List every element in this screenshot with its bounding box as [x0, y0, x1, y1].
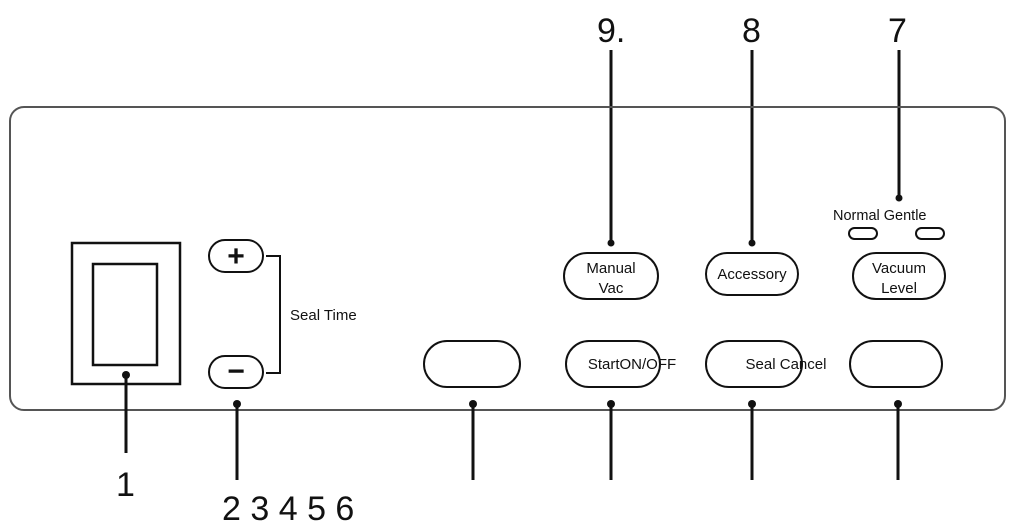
seal-time-bracket — [266, 255, 281, 374]
seal-time-label: Seal Time — [290, 307, 357, 324]
manual-vac-label-1: Manual — [586, 260, 635, 277]
accessory-button[interactable]: Accessory — [705, 252, 799, 296]
leader-dot-1 — [122, 371, 130, 379]
start-onoff-button[interactable]: StartON/OFF — [565, 340, 676, 388]
vacuum-level-label-2: Level — [881, 280, 917, 297]
leader-dot-9 — [607, 239, 615, 247]
start-onoff-label: StartON/OFF — [588, 356, 676, 373]
leader-dot-8 — [748, 239, 756, 247]
accessory-label: Accessory — [717, 266, 787, 283]
display-inner-window — [91, 262, 159, 367]
leader-dot-6 — [894, 400, 902, 408]
seal-time-minus-button[interactable]: − — [208, 355, 264, 389]
gentle-indicator-led — [915, 227, 945, 240]
callout-7: 7 — [888, 12, 907, 50]
indicator-label: Normal Gentle — [833, 208, 926, 224]
vacuum-level-button[interactable]: Vacuum Level — [852, 252, 946, 300]
plus-button-body[interactable] — [208, 239, 264, 273]
vacuum-level-label-1: Vacuum — [872, 260, 926, 277]
callout-9: 9. — [597, 12, 625, 50]
panel-outline — [9, 106, 1006, 411]
normal-indicator-led — [848, 227, 878, 240]
minus-icon: − — [227, 355, 245, 388]
callout-2-6: 2 3 4 5 6 — [222, 490, 354, 528]
vacuum-level-body[interactable] — [852, 252, 946, 300]
blank-button-left[interactable] — [423, 340, 521, 388]
leader-dot-7 — [895, 194, 903, 202]
seal-cancel-body[interactable] — [705, 340, 803, 388]
callout-1: 1 — [116, 466, 135, 504]
seal-cancel-label: Seal Cancel — [746, 356, 827, 373]
plus-icon: + — [227, 240, 245, 273]
manual-vac-button[interactable]: Manual Vac — [563, 252, 659, 300]
leader-dot-5 — [748, 400, 756, 408]
minus-button-body[interactable] — [208, 355, 264, 389]
leader-dot-3 — [469, 400, 477, 408]
start-onoff-body[interactable] — [565, 340, 661, 388]
seal-time-plus-button[interactable]: + — [208, 239, 264, 273]
accessory-body[interactable] — [705, 252, 799, 296]
manual-vac-body[interactable] — [563, 252, 659, 300]
leader-dot-4 — [607, 400, 615, 408]
callout-8: 8 — [742, 12, 761, 50]
leader-dot-2 — [233, 400, 241, 408]
blank-button-right[interactable] — [849, 340, 943, 388]
manual-vac-label-2: Vac — [599, 280, 624, 297]
seal-cancel-button[interactable]: Seal Cancel — [705, 340, 827, 388]
